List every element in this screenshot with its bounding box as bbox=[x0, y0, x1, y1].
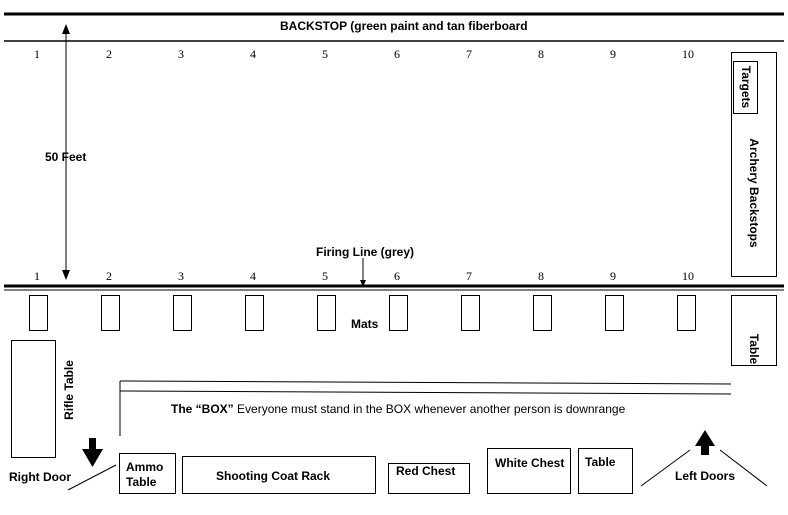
left-door-line-right bbox=[719, 449, 768, 487]
mat bbox=[677, 295, 696, 331]
right-table-label: Table bbox=[747, 333, 761, 365]
box-text: Everyone must stand in the BOX whenever … bbox=[237, 402, 626, 416]
right-table-box bbox=[731, 295, 777, 366]
right-door-label: Right Door bbox=[9, 470, 71, 484]
bottom-lane-number: 1 bbox=[34, 269, 40, 283]
top-lane-number: 2 bbox=[106, 47, 112, 61]
ammo-table-label-1: Ammo bbox=[126, 460, 164, 474]
rifle-table-label: Rifle Table bbox=[62, 360, 76, 420]
left-door-line-left bbox=[640, 449, 691, 487]
bottom-lane-number: 5 bbox=[322, 269, 328, 283]
mats-label: Mats bbox=[351, 317, 379, 331]
ammo-table-label-2: Table bbox=[126, 475, 157, 489]
ammo-table-box bbox=[119, 453, 176, 494]
mat bbox=[101, 295, 120, 331]
distance-arrow-head-bottom bbox=[62, 270, 70, 280]
mat bbox=[173, 295, 192, 331]
bottom-lane-number: 7 bbox=[466, 269, 472, 283]
backstop-label: BACKSTOP (green paint and tan fiberboard bbox=[280, 19, 528, 33]
top-lane-number: 7 bbox=[466, 47, 472, 61]
white-chest-box bbox=[487, 448, 571, 494]
bottom-lane-number: 6 bbox=[394, 269, 400, 283]
top-lane-number: 8 bbox=[538, 47, 544, 61]
mat bbox=[605, 295, 624, 331]
distance-label: 50 Feet bbox=[45, 150, 87, 164]
right-door-arrow-shaft bbox=[89, 438, 96, 449]
top-lane-number: 4 bbox=[250, 47, 256, 61]
top-lane-number: 6 bbox=[394, 47, 400, 61]
bottom-lane-number: 2 bbox=[106, 269, 112, 283]
box-line-lower bbox=[119, 390, 732, 395]
bottom-lane-number: 9 bbox=[610, 269, 616, 283]
white-chest-label: White Chest bbox=[495, 456, 565, 470]
right-door-arrow-head bbox=[82, 449, 103, 467]
red-chest-label: Red Chest bbox=[396, 464, 456, 478]
mat bbox=[389, 295, 408, 331]
top-lane-number: 1 bbox=[34, 47, 40, 61]
mat bbox=[29, 295, 48, 331]
bottom-lane-number: 10 bbox=[682, 269, 694, 283]
coat-rack-label: Shooting Coat Rack bbox=[216, 469, 331, 483]
coat-rack-box bbox=[182, 456, 376, 494]
box-description: The “BOX” Everyone must stand in the BOX… bbox=[171, 402, 625, 416]
top-lane-number: 3 bbox=[178, 47, 184, 61]
firing-line-label: Firing Line (grey) bbox=[316, 245, 415, 259]
bottom-lane-number: 4 bbox=[250, 269, 256, 283]
box-title: The “BOX” bbox=[171, 402, 234, 416]
left-door-arrow-head bbox=[695, 430, 715, 446]
left-door-arrow-shaft bbox=[701, 446, 709, 455]
mat bbox=[533, 295, 552, 331]
bottom-table-box bbox=[578, 448, 633, 494]
left-doors-label: Left Doors bbox=[675, 469, 735, 483]
mat bbox=[317, 295, 336, 331]
targets-box bbox=[733, 61, 758, 114]
targets-label: Targets bbox=[739, 65, 753, 109]
top-lane-number: 10 bbox=[682, 47, 694, 61]
distance-arrow-head-top bbox=[62, 24, 70, 34]
bottom-lane-number: 8 bbox=[538, 269, 544, 283]
mat bbox=[245, 295, 264, 331]
box-line-upper bbox=[119, 380, 732, 385]
rifle-table-box bbox=[11, 340, 56, 458]
mat bbox=[461, 295, 480, 331]
bottom-table-label: Table bbox=[585, 455, 616, 469]
right-door-line bbox=[67, 464, 117, 491]
top-lane-number: 5 bbox=[322, 47, 328, 61]
top-lane-number: 9 bbox=[610, 47, 616, 61]
red-chest-box bbox=[388, 463, 470, 494]
firing-line-pointer-head bbox=[360, 280, 366, 287]
bottom-lane-number: 3 bbox=[178, 269, 184, 283]
archery-backstops-label: Archery Backstops bbox=[747, 138, 761, 248]
